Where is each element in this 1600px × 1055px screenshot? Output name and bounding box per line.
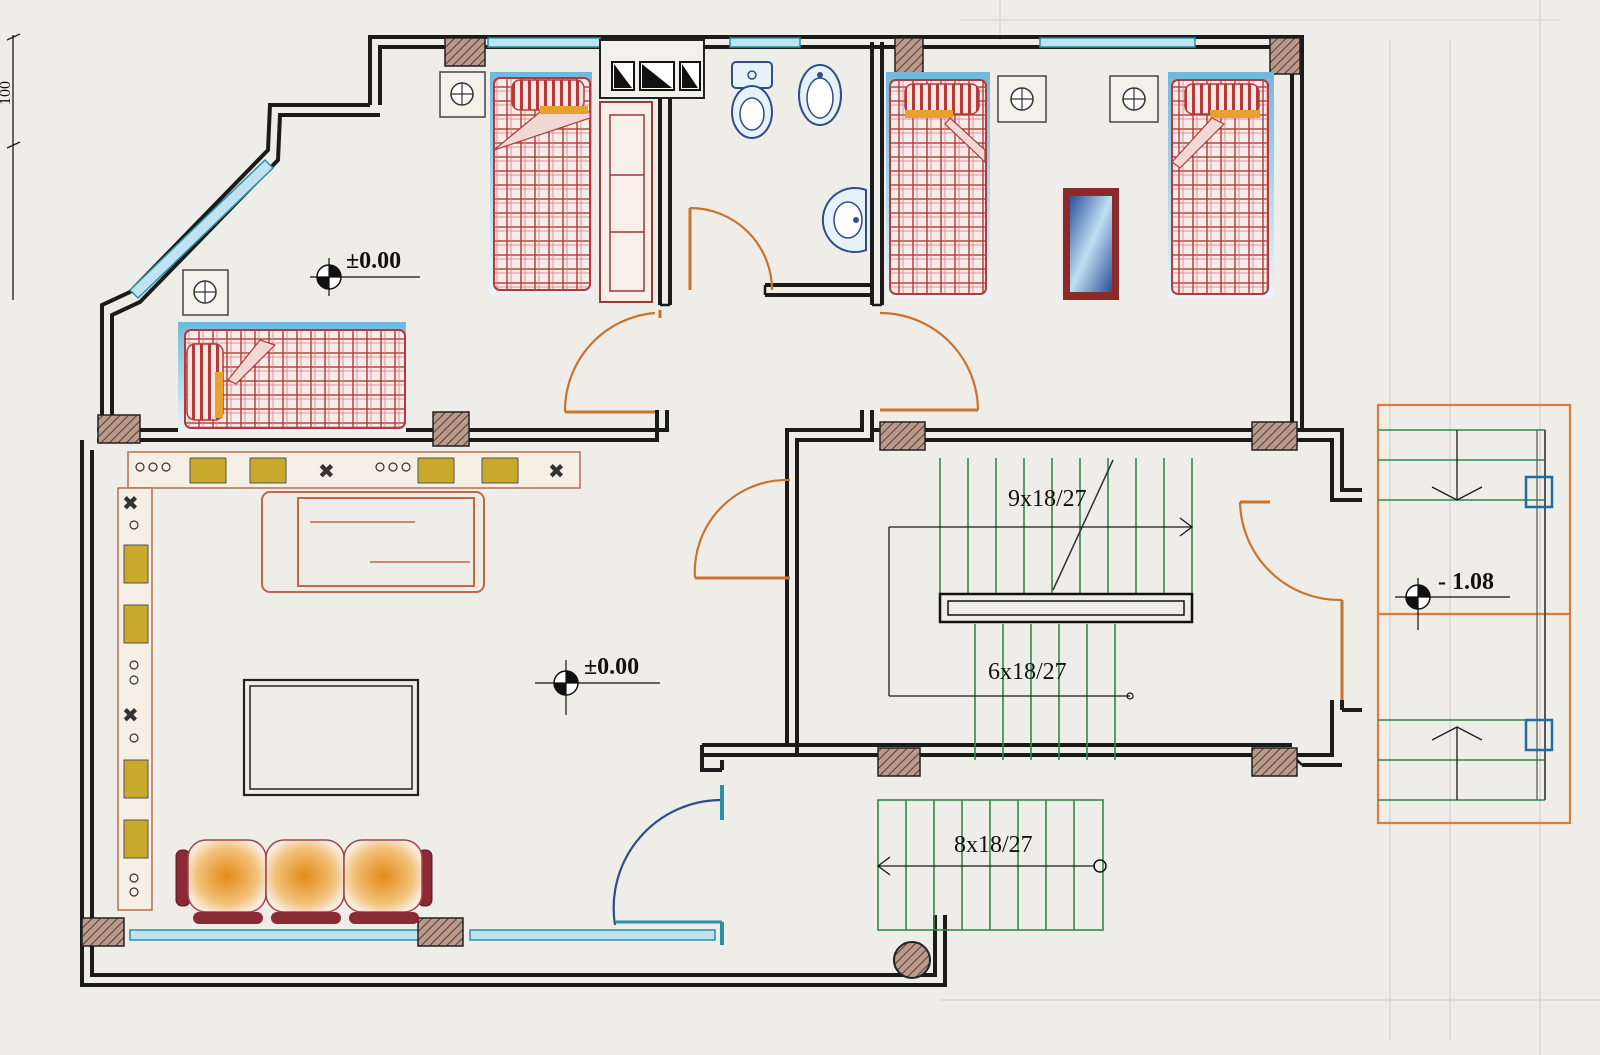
window-bottom-1: [129, 929, 421, 941]
level-marker-landing: - 1.08: [1395, 569, 1510, 630]
nightstand-lamp-2: [182, 269, 229, 316]
door-living: [693, 478, 791, 580]
dining-table: [261, 491, 485, 593]
sofa: [175, 839, 433, 924]
kitchen-counter-top: ✖ ✖: [127, 451, 581, 489]
bathroom: [599, 39, 867, 291]
level-label-bedroom: ±0.00: [346, 248, 401, 274]
nightstand-lamp-3: [997, 75, 1047, 123]
background-ghost-lines: [940, 0, 1600, 1055]
level-label-living: ±0.00: [584, 654, 639, 680]
doors: [563, 310, 1344, 945]
svg-text:✖: ✖: [548, 459, 565, 483]
door-bedroom-left: [563, 310, 662, 414]
exterior-landing: - 1.08: [1376, 403, 1572, 825]
level-label-landing: - 1.08: [1438, 569, 1494, 595]
door-stair: [1238, 500, 1344, 700]
windows: [128, 37, 1196, 941]
window-top-1: [487, 37, 601, 48]
ventilation-shafts: [599, 39, 705, 99]
washbasin: [821, 187, 867, 253]
stair-flight-upper: 9x18/27: [889, 458, 1194, 593]
svg-text:✖: ✖: [122, 491, 139, 515]
structural-columns: [81, 37, 1301, 947]
dimension-label: 100: [0, 81, 14, 105]
svg-text:✖: ✖: [318, 459, 335, 483]
toilet: [731, 61, 773, 139]
walls: [80, 35, 1362, 987]
coffee-table: [242, 678, 420, 797]
window-top-3: [1039, 37, 1196, 48]
svg-text:✖: ✖: [122, 703, 139, 727]
stair-label-upper: 9x18/27: [1008, 486, 1087, 512]
nightstand-lamp-4: [1109, 75, 1159, 123]
door-bedroom-right: [879, 311, 980, 412]
bedroom-left: ±0.00: [178, 71, 653, 432]
stair-exterior: 8x18/27: [876, 799, 1107, 931]
kitchen-counter-left: ✖ ✖: [117, 487, 153, 911]
rug: [1063, 188, 1119, 300]
bed-single-4: [1168, 72, 1274, 298]
round-pillar: [893, 941, 931, 979]
door-entrance: [612, 785, 724, 945]
bed-single-1: [490, 72, 592, 294]
level-marker-bedroom: ±0.00: [310, 248, 420, 296]
window-diagonal: [128, 158, 275, 300]
window-bottom-2: [469, 929, 716, 941]
bedroom-right: [886, 72, 1274, 300]
stair-label-exterior: 8x18/27: [954, 832, 1033, 858]
stair-central-wall: [938, 592, 1194, 624]
bed-single-2: [178, 322, 406, 432]
window-top-2: [729, 37, 801, 48]
stair-flight-lower: 6x18/27: [888, 527, 1134, 760]
bed-single-3: [886, 72, 990, 298]
nightstand-lamp-1: [439, 71, 486, 118]
door-bathroom: [688, 206, 774, 291]
stair-label-lower: 6x18/27: [988, 659, 1067, 685]
staircase: 9x18/27 6x18/27: [876, 458, 1194, 979]
living-room: ✖ ✖ ✖ ✖: [117, 451, 660, 924]
bidet: [798, 64, 842, 126]
dimension-line: 100: [0, 33, 21, 300]
level-marker-living: ±0.00: [535, 654, 660, 715]
wardrobe: [599, 101, 653, 303]
